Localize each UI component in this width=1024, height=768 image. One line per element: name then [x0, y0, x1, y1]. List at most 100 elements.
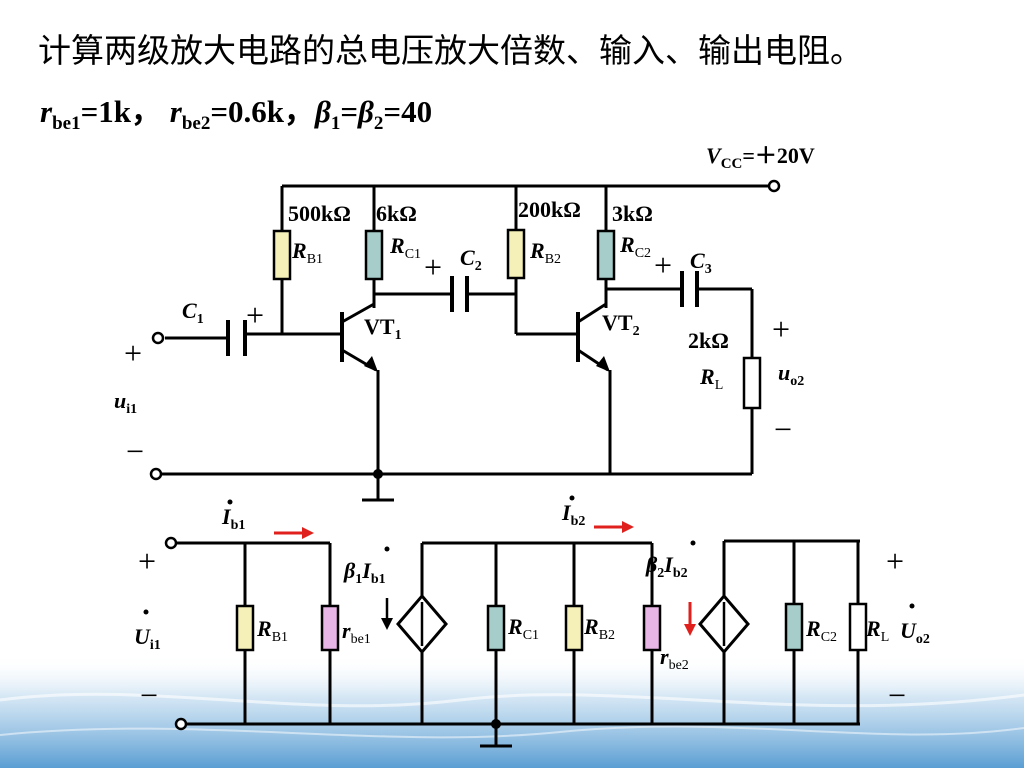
ib1-factor-subscript: b1 — [371, 572, 386, 587]
eq-rbe1-subscript: be1 — [351, 632, 371, 647]
rb2-label: RB2 — [529, 238, 561, 267]
lower-polarity-signs: + − + − — [138, 543, 906, 713]
eq-ui-plus: + — [138, 543, 156, 579]
eq-ui-symbol: U — [134, 624, 151, 649]
beta2-subscript: 2 — [373, 113, 384, 135]
rb1-resistor — [272, 229, 292, 281]
eq-rc2-symbol: R — [805, 616, 821, 641]
vt1-emitter-arrow — [364, 356, 378, 372]
eq-rl-symbol: R — [865, 616, 881, 641]
eq-rb2-subscript: B2 — [599, 628, 615, 643]
eq-rc1-label: RC1 — [507, 614, 539, 643]
ib1-label: Ib1 — [221, 504, 245, 533]
rl-resistor — [742, 356, 762, 410]
c3-label: C3 — [690, 248, 712, 277]
eq-rbe2-symbol: r — [660, 644, 669, 669]
beta1-symbol: β — [314, 94, 331, 129]
eq-rc1-resistor — [486, 604, 506, 652]
rb2-subscript: B2 — [545, 252, 561, 267]
eq-rbe2-subscript: be2 — [669, 658, 689, 673]
eq-rb1-subscript: B1 — [272, 630, 288, 645]
vt2-emitter-arrow — [596, 356, 610, 372]
rbe1-value: =1k， — [80, 94, 162, 129]
vcc-value: =＋20V — [742, 143, 815, 168]
eq-rb2-label: RB2 — [583, 614, 615, 643]
ib2-subscript: b2 — [571, 514, 586, 529]
beta1-ib1-label: β1Ib1 — [343, 558, 386, 587]
eq-rbe1-resistor — [320, 604, 340, 652]
ib1-subscript: b1 — [231, 518, 246, 533]
eq-rbe2-resistor — [642, 604, 662, 652]
rc2-symbol: R — [619, 232, 635, 257]
eq-rb1-symbol: R — [256, 616, 272, 641]
vt2-label: VT2 — [602, 310, 640, 339]
rl-label: RL — [699, 364, 723, 393]
parameter-line: rbe1=1k， rbe2=0.6k，β1=β2=40 — [40, 86, 432, 135]
uo-minus: − — [774, 411, 792, 447]
eq-rc1-subscript: C1 — [523, 628, 539, 643]
beta-value: =40 — [383, 94, 433, 129]
c2-symbol: C — [460, 245, 475, 270]
rc2-resistor — [596, 229, 616, 281]
c2-label: C2 — [460, 245, 482, 274]
rc2-value: 3kΩ — [612, 201, 653, 226]
eq-rc1-symbol: R — [507, 614, 523, 639]
rb2-value: 200kΩ — [518, 197, 581, 222]
rl-subscript: L — [715, 378, 724, 393]
vcc-label: VCC=＋20V — [706, 143, 815, 172]
c3-symbol: C — [690, 248, 705, 273]
rc1-symbol: R — [389, 233, 405, 258]
ib2-label: Ib2 — [561, 500, 585, 529]
c2-plus: + — [424, 249, 442, 285]
ib2-factor: I — [663, 552, 674, 577]
rc2-subscript: C2 — [635, 246, 651, 261]
lower-wiring — [176, 539, 860, 748]
eq-rl-resistor — [848, 602, 868, 652]
rbe2-value: =0.6k， — [210, 94, 315, 129]
eq-rl-subscript: L — [881, 630, 890, 645]
rc1-label: RC1 — [389, 233, 421, 262]
eq-input-ground-terminal — [174, 717, 188, 731]
upper-wiring — [160, 184, 770, 502]
vt2-symbol: VT — [602, 310, 633, 335]
beta1-symbol: β — [343, 558, 356, 583]
lower-labels: Ib1 Ib2 β1Ib1 β2Ib2 RB1 rbe1 RC1 RB2 rbe… — [134, 500, 930, 673]
rl-value: 2kΩ — [688, 328, 729, 353]
rb2-symbol: R — [529, 238, 545, 263]
c1-plus: + — [246, 297, 264, 333]
ui-minus: − — [126, 433, 144, 469]
source-direction-arrows — [420, 602, 726, 646]
rb1-subscript: B1 — [307, 252, 323, 267]
ui-plus: + — [124, 335, 142, 371]
eq-rbe1-symbol: r — [342, 618, 351, 643]
eq-rb1-label: RB1 — [256, 616, 288, 645]
beta1-subscript: 1 — [330, 113, 341, 135]
beta2-ib2-label: β2Ib2 — [645, 552, 688, 581]
rbe2-symbol: r — [169, 94, 182, 129]
c1-subscript: 1 — [197, 312, 204, 327]
eq-input-terminal — [164, 536, 178, 550]
vt2-subscript: 2 — [633, 324, 640, 339]
rbe2-subscript: be2 — [181, 113, 211, 135]
eq-uo-subscript: o2 — [916, 632, 930, 647]
eq-uo-plus: + — [886, 543, 904, 579]
rb1-value: 500kΩ — [288, 201, 351, 226]
eq-rl-label: RL — [865, 616, 889, 645]
uo-symbol: u — [778, 360, 790, 385]
equals-sign: = — [340, 94, 359, 129]
eq-ui-minus: − — [140, 677, 158, 713]
vcc-subscript: CC — [721, 156, 743, 172]
eq-rbe2-label: rbe2 — [660, 644, 689, 673]
eq-rc2-resistor — [784, 602, 804, 652]
vcc-symbol: V — [706, 143, 723, 168]
c1-label: C1 — [182, 298, 204, 327]
ground-junction — [373, 469, 383, 479]
eq-rc2-subscript: C2 — [821, 630, 837, 645]
rc2-label: RC2 — [619, 232, 651, 261]
eq-ground-junction — [491, 719, 501, 729]
eq-rb1-resistor — [235, 604, 255, 652]
ib1-factor: I — [361, 558, 372, 583]
eq-rc2-label: RC2 — [805, 616, 837, 645]
beta2-symbol: β — [645, 552, 658, 577]
